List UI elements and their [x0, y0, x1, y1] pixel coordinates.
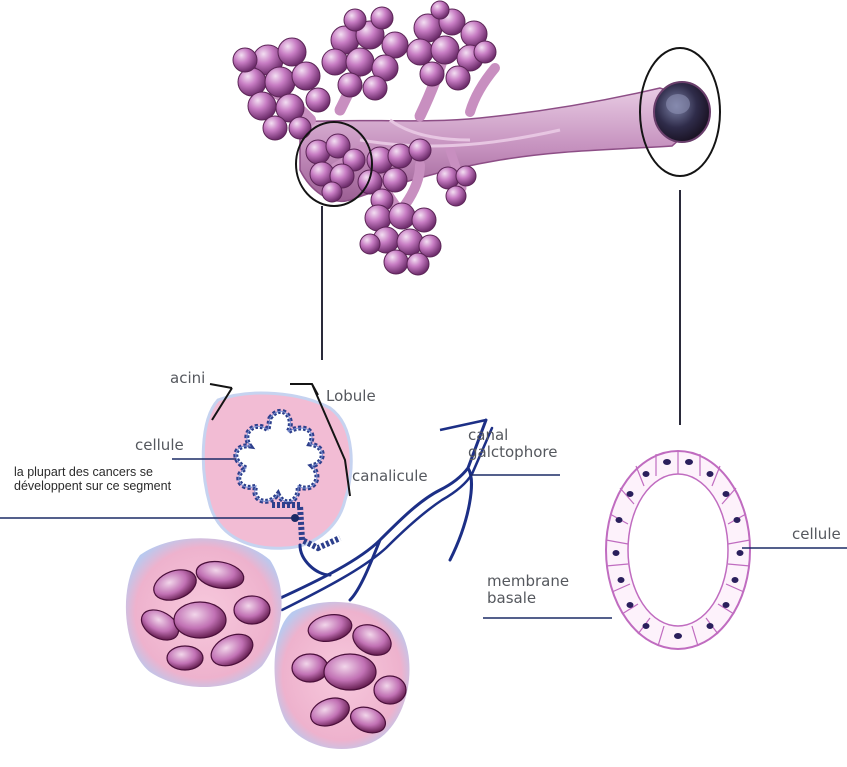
lobule-right	[275, 602, 410, 749]
label-cancer-note: la plupart des cancers se développent su…	[14, 465, 196, 494]
label-lobule: Lobule	[326, 388, 376, 405]
label-canalicule: canalicule	[352, 468, 428, 485]
duct-tree-illustration	[233, 1, 720, 275]
label-cellule-right: cellule	[792, 526, 841, 543]
label-acini: acini	[170, 370, 205, 387]
lobule-left	[126, 538, 282, 687]
label-canal-galactophore: canal galctophore	[468, 427, 557, 462]
label-membrane-basale: membrane basale	[487, 573, 569, 608]
duct-cross-section	[606, 451, 750, 649]
label-cellule-left: cellule	[135, 437, 184, 454]
